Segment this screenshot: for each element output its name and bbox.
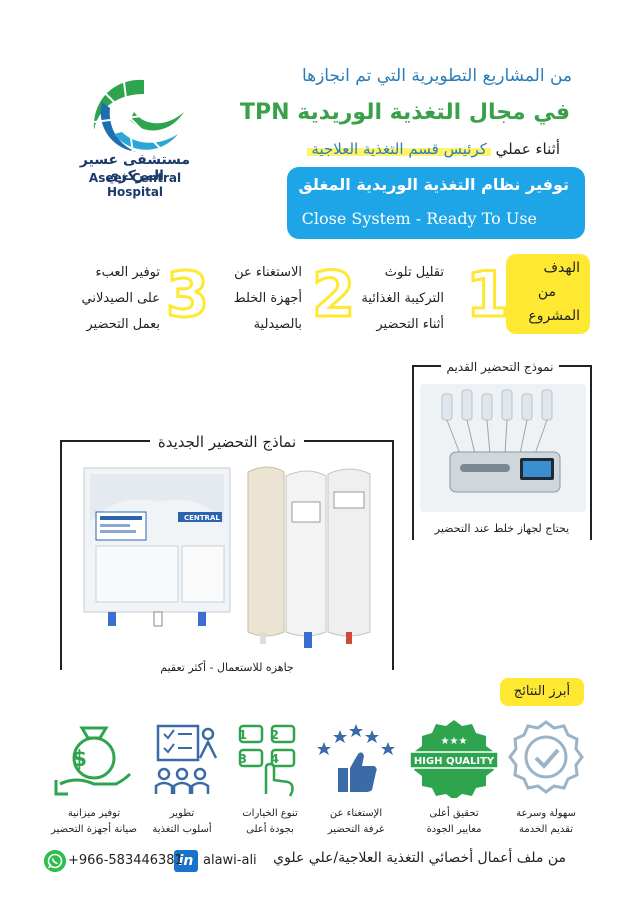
result-item-budget: $ توفير ميزانية صيانة أجهزة التحضير [46,718,142,838]
goal-3-line2: على الصيدلاني [81,291,161,306]
banner-title-en: Close System - Ready To Use [301,209,537,228]
role-highlight: كرئيس قسم التغذية العلاجية [307,140,491,158]
goal-3-line1: توفير العبء [95,265,161,280]
goal-2-line3: بالصيدلية [253,317,302,332]
logo-name-english: Aseer Central Hospital [88,171,182,199]
linkedin-handle[interactable]: alawi-ali [203,853,257,868]
footer-portfolio-text: من ملف أعمال أخصائي التغذية العلاجية/علي… [273,850,566,866]
goal-2-line1: الاستغناء عن [234,265,302,280]
goal-text-3: توفير العبء على الصيدلاني بعمل التحضير [82,260,161,338]
goal-text-2: الاستغناء عن أجهزة الخلط بالصيدلية [234,260,302,338]
result-item-no-room: الإستغناء عن غرفة التحضير [308,718,404,838]
result-item-options: 1 2 3 4 تنوع الخيارات بجودة أعلى [222,718,318,838]
goal-1-line1: تقليل تلوث [384,265,444,280]
money-hand-icon: $ [54,726,132,796]
options-grid-icon: 1 2 3 4 [239,724,296,797]
result-caption-budget: توفير ميزانية صيانة أجهزة التحضير [51,808,137,835]
result-caption-speed: سهولة وسرعة تقديم الخدمة [516,808,576,835]
svg-text:1: 1 [239,728,247,742]
goal-3-line3: بعمل التحضير [86,317,160,332]
teaching-board-icon [154,724,218,794]
svg-text:2: 2 [271,728,279,742]
goal-1-line2: التركيبة الغذائية [361,291,444,306]
goal-number-2: 2 [310,258,356,331]
three-chamber-bag: CENTRAL [83,467,231,627]
result-caption-quality: تحقيق أعلى معايير الجودة [426,808,482,835]
banner-title-ar: توفير نظام التغذية الوريدية المغلق [298,175,569,194]
goal-number-3: 3 [164,258,210,331]
bag-label-central: CENTRAL [184,514,220,522]
goal-2-line2: أجهزة الخلط [233,291,302,306]
new-models-title: نماذج التحضير الجديدة [60,432,394,451]
high-quality-badge-text: HIGH QUALITY [414,756,495,767]
thumbs-up-stars-icon [317,724,395,792]
goal-text-1: تقليل تلوث التركيبة الغذائية أثناء التحض… [361,260,444,338]
result-item-quality: HIGH QUALITY ★★★ تحقيق أعلى معايير الجود… [406,718,502,838]
goal-badge-line3: المشروع [528,308,580,324]
goal-badge: الهدف من المشروع [506,254,590,334]
old-model-title: نموذج التحضير القديم [410,356,590,375]
svg-text:$: $ [72,747,87,772]
result-item-speed: سهولة وسرعة تقديم الخدمة [498,718,594,838]
check-badge-icon [508,720,584,794]
logo-name-arabic: مستشفى عسير المركزي [79,152,191,184]
goal-badge-line2: من [537,284,556,300]
headline-projects: من المشاريع التطويرية التي تم انجازها [301,66,572,86]
phone-number[interactable]: +966-583446381 [68,853,183,868]
result-item-develop: تطوير أسلوب التغذية [134,718,230,838]
headline-tpn: في مجال التغذية الوريدية TPN [239,100,570,125]
compounder-machine-image [420,384,586,512]
svg-text:★★★: ★★★ [441,736,468,747]
linkedin-icon[interactable]: in [174,850,198,872]
tpn-bags-image: CENTRAL [83,466,371,648]
result-caption-develop: تطوير أسلوب التغذية [152,808,212,835]
headline-role: أثناء عملي كرئيس قسم التغذية العلاجية [307,140,560,158]
old-model-caption: يحتاج لجهاز خلط عند التحضير [434,522,570,535]
two-vertical-bags [247,466,371,648]
result-caption-no-room: الإستغناء عن غرفة التحضير [327,808,385,835]
goal-badge-line1: الهدف [543,260,580,276]
svg-text:4: 4 [271,752,279,766]
goal-number-1: 1 [464,258,510,331]
role-prefix: أثناء عملي [495,140,560,158]
high-quality-badge-icon: HIGH QUALITY ★★★ [409,720,499,800]
svg-text:3: 3 [239,752,247,766]
banner-close-system: توفير نظام التغذية الوريدية المغلق Close… [287,167,585,239]
hospital-logo [93,79,184,163]
results-title: أبرز النتائج [500,678,584,706]
result-caption-options: تنوع الخيارات بجودة أعلى [242,808,298,835]
whatsapp-icon[interactable] [44,850,66,872]
new-models-caption: جاهزه للاستعمال - أكثر تعقيم [60,656,394,675]
goal-1-line3: أثناء التحضير [376,317,444,332]
